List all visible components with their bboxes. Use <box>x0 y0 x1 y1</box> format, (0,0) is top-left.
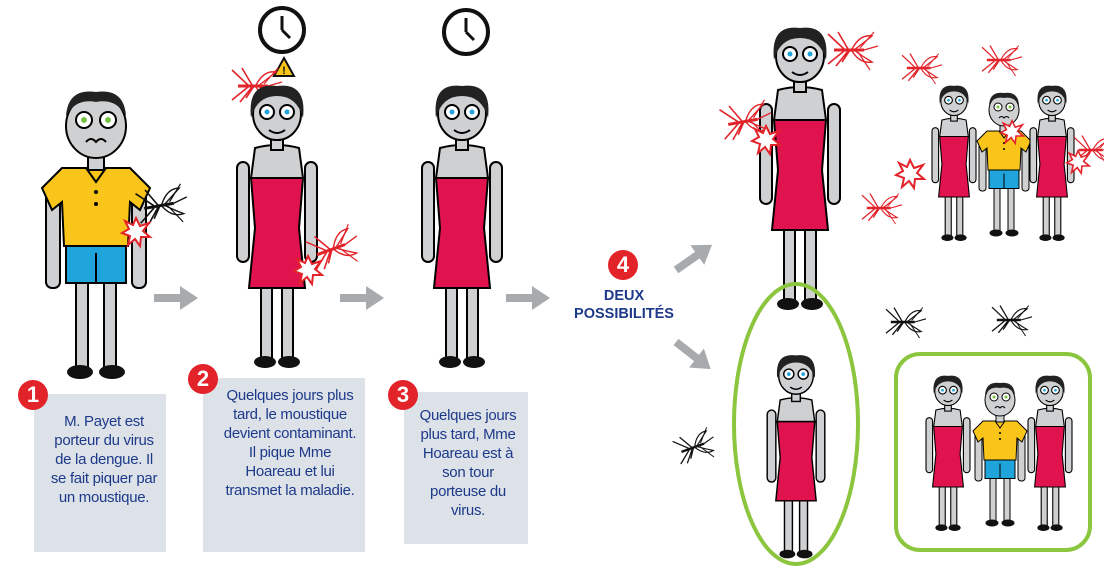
person-outcome-infected <box>760 28 840 310</box>
person-outcome-protected <box>973 383 1027 527</box>
step-4-line1: DEUX <box>572 287 676 305</box>
person-outcome-protected <box>1028 376 1072 531</box>
person-outcome-protected <box>926 376 970 531</box>
step-4-label: DEUX POSSIBILITÉS <box>572 287 676 323</box>
step-4-badge: 4 <box>608 250 638 280</box>
arrow-icon <box>669 333 718 379</box>
mosquito-icon <box>886 308 926 338</box>
person-outcome-infected <box>977 93 1031 237</box>
warning-icon: ! <box>274 58 294 77</box>
step-2-box: Quelques jours plus tard, le moustique d… <box>203 378 365 552</box>
arrow-icon <box>669 235 719 280</box>
step-3-box: Quelques jours plus tard, Mme Hoareau es… <box>404 392 528 544</box>
step-3-text: Quelques jours plus tard, Mme Hoareau es… <box>420 407 517 519</box>
clock-icon <box>444 10 488 54</box>
step-1-badge: 1 <box>18 380 48 410</box>
arrow-icon <box>340 286 384 310</box>
step-1-box: M. Payet est porteur du virus de la deng… <box>34 394 166 552</box>
step-4-line2: POSSIBILITÉS <box>572 305 676 323</box>
step-1-text: M. Payet est porteur du virus de la deng… <box>51 413 157 506</box>
step-2-text: Quelques jours plus tard, le moustique d… <box>224 387 356 499</box>
person-mme-hoareau-step2 <box>237 86 317 368</box>
step-3-badge: 3 <box>388 380 418 410</box>
person-mme-hoareau-step3 <box>422 86 502 368</box>
person-outcome-protected <box>767 355 825 558</box>
step-2-badge: 2 <box>188 364 218 394</box>
mosquito-icon <box>982 46 1022 76</box>
person-outcome-infected <box>932 86 976 241</box>
arrow-icon <box>506 286 550 310</box>
arrow-icon <box>154 286 198 310</box>
svg-text:!: ! <box>282 65 286 77</box>
mosquito-icon <box>862 194 902 224</box>
mosquito-icon <box>828 32 878 70</box>
sting-burst-icon <box>896 160 924 188</box>
mosquito-icon <box>992 306 1032 336</box>
clock-icon <box>260 8 304 52</box>
mosquito-icon <box>902 54 942 84</box>
mosquito-icon <box>672 426 720 468</box>
